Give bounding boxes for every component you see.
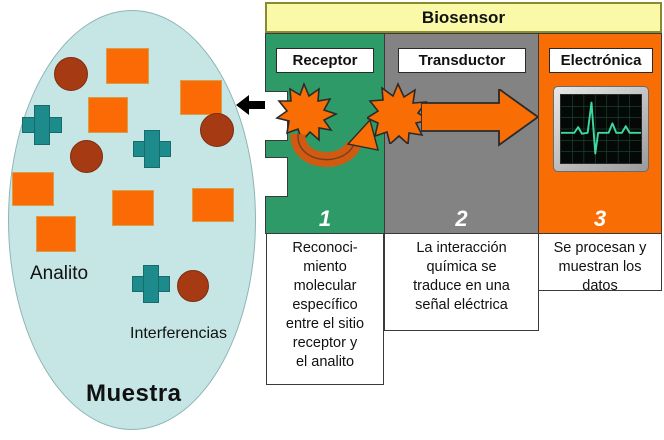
analyte-particle (88, 97, 128, 133)
panel-title-transductor: Transductor (398, 48, 526, 73)
analyte-particle (180, 80, 222, 115)
interference-label: Interferencias (130, 325, 227, 342)
sample-title: Muestra (86, 380, 182, 407)
analyte-particle (12, 172, 54, 206)
step-number-3: 3 (593, 206, 607, 231)
step-number-2: 2 (455, 206, 468, 231)
biosensor-assembly: Biosensor Receptor Transductor (265, 2, 662, 234)
analyte-label: Analito (30, 263, 89, 284)
biosensor-title: Biosensor (421, 7, 506, 27)
oscilloscope-ecg-icon (553, 86, 649, 172)
transducer-starburst-icon (367, 82, 429, 144)
interference-circle (177, 270, 209, 302)
interference-cross (132, 265, 170, 303)
panel-title-electronica: Electrónica (549, 48, 653, 73)
step-number-1: 1 (318, 206, 332, 231)
description-electronica: Se procesan y muestran los datos (538, 233, 662, 294)
analyte-particle (112, 190, 154, 226)
description-receptor: Reconoci- miento molecular específico en… (266, 233, 384, 385)
curved-arrow-icon (290, 118, 379, 168)
signal-right-arrow-icon (421, 89, 539, 147)
interference-cross (133, 130, 171, 168)
panel-electronica: Electrónica (538, 33, 662, 234)
panel-title-receptor: Receptor (276, 48, 374, 73)
analyte-particle (106, 48, 149, 84)
panel-transductor: Transductor (367, 33, 539, 234)
analyte-particle (36, 216, 76, 252)
receptor-interaction-graphic (275, 82, 379, 168)
interference-circle (70, 140, 103, 173)
ecg-trace (560, 95, 642, 163)
panel-receptor: Receptor (265, 33, 385, 234)
description-transductor: La interacción química se traduce en una… (384, 233, 539, 331)
interference-circle (200, 113, 234, 147)
receptor-notch-lower (265, 157, 288, 197)
starburst-icon (275, 82, 339, 143)
biosensor-header: Biosensor (265, 2, 662, 33)
interference-circle (54, 57, 88, 91)
interference-cross (22, 105, 62, 145)
analyte-particle (192, 188, 234, 222)
